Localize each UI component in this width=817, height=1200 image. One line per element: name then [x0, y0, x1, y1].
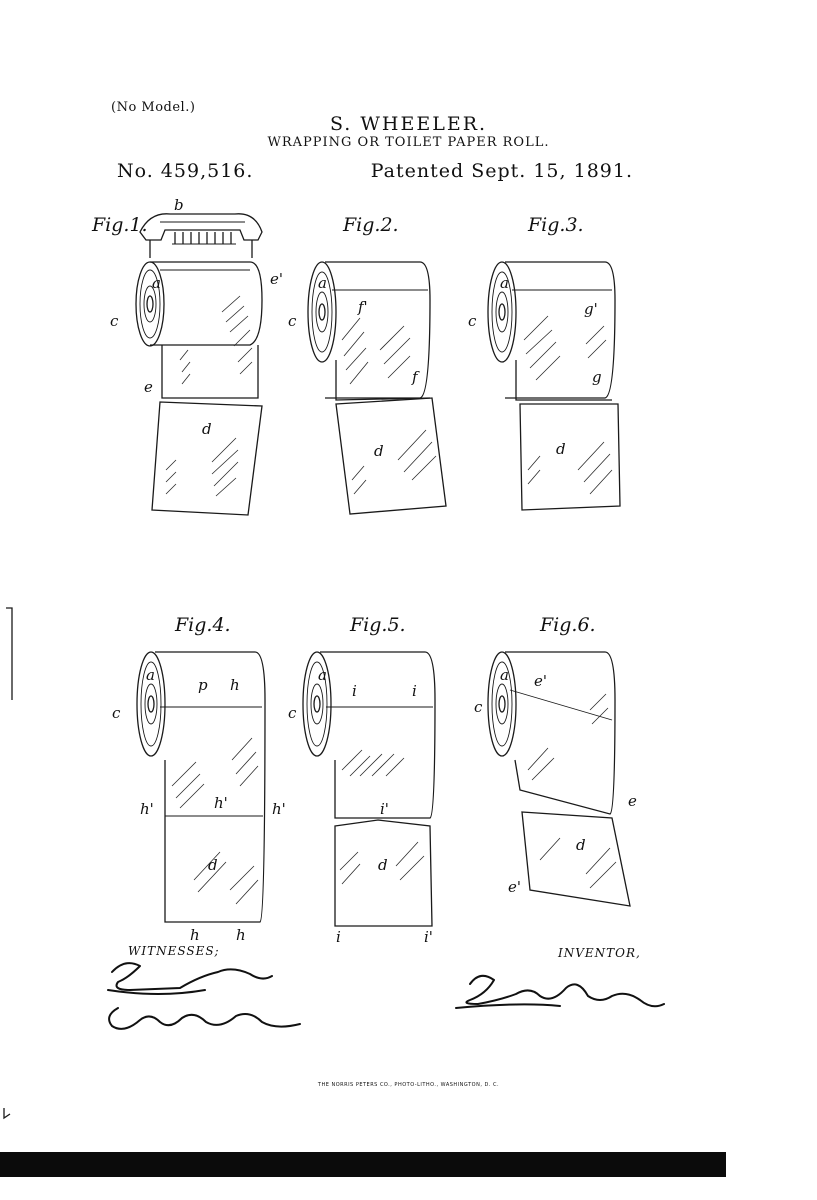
- fig1-shading: [165, 295, 253, 497]
- margin-mark-lower: [3, 1108, 11, 1120]
- fig2-label: Fig.2.: [343, 214, 399, 236]
- part-label: i': [424, 928, 433, 946]
- part-label: i': [380, 800, 389, 818]
- part-label: e': [270, 270, 284, 288]
- patent-title: WRAPPING OR TOILET PAPER ROLL.: [267, 135, 550, 150]
- figure-6: [487, 651, 631, 907]
- part-label: a: [146, 666, 155, 684]
- part-label: e': [508, 878, 522, 896]
- fig6-label: Fig.6.: [540, 614, 596, 636]
- figure-1: [135, 213, 263, 516]
- printer-credit: THE NORRIS PETERS CO., PHOTO-LITHO., WAS…: [317, 1082, 500, 1088]
- scan-border-bar: [0, 1152, 726, 1177]
- part-label: e: [628, 792, 637, 810]
- figure-3: [487, 261, 621, 511]
- patent-date: Patented Sept. 15, 1891.: [370, 160, 633, 182]
- inventor-label: INVENTOR,: [558, 946, 641, 960]
- part-label: h': [214, 794, 228, 812]
- inventor-signature: [455, 974, 665, 1009]
- patent-number: No. 459,516.: [117, 160, 254, 182]
- part-label: f: [412, 368, 418, 386]
- part-label: p: [198, 676, 208, 694]
- part-label: d: [378, 856, 388, 874]
- part-label: h': [140, 800, 154, 818]
- no-model-note: (No Model.): [111, 100, 196, 115]
- figure-5: [302, 651, 436, 927]
- part-label: d: [374, 442, 384, 460]
- part-label: f': [358, 298, 368, 316]
- margin-mark: [6, 607, 13, 700]
- part-label: i: [352, 682, 357, 700]
- fig1-bracket-holder: [139, 213, 263, 258]
- part-label: h: [236, 926, 246, 944]
- part-label: c: [112, 704, 121, 722]
- part-label: h: [190, 926, 200, 944]
- part-label: c: [288, 704, 297, 722]
- part-label: a: [500, 666, 509, 684]
- part-label: c: [288, 312, 297, 330]
- part-label: d: [202, 420, 212, 438]
- part-label: g: [592, 368, 602, 386]
- fig4-label: Fig.4.: [175, 614, 231, 636]
- part-label: a: [318, 274, 327, 292]
- part-label: c: [474, 698, 483, 716]
- fig1-label: Fig.1.: [92, 214, 148, 236]
- witness-signature-1: [107, 962, 273, 995]
- fig1-roll: [135, 261, 263, 347]
- fig3-label: Fig.3.: [528, 214, 584, 236]
- part-label: c: [468, 312, 477, 330]
- fig1-detached-sheet: [151, 401, 263, 516]
- part-label: e': [534, 672, 548, 690]
- fig1-upper-sheet: [161, 345, 259, 399]
- part-label: g': [584, 300, 598, 318]
- witness-signature-2: [108, 1007, 301, 1030]
- fig5-label: Fig.5.: [350, 614, 406, 636]
- part-label: d: [208, 856, 218, 874]
- part-label: d: [576, 836, 586, 854]
- part-label: a: [152, 274, 161, 292]
- figure-4: [136, 651, 266, 923]
- part-label: b: [174, 196, 184, 214]
- witnesses-label: WITNESSES;: [128, 944, 220, 958]
- part-label: a: [500, 274, 509, 292]
- part-label: d: [556, 440, 566, 458]
- part-label: c: [110, 312, 119, 330]
- part-label: i: [412, 682, 417, 700]
- figure-2: [307, 261, 447, 515]
- part-label: e: [144, 378, 153, 396]
- part-label: h': [272, 800, 286, 818]
- part-label: a: [318, 666, 327, 684]
- part-label: i: [336, 928, 341, 946]
- inventor-name: S. WHEELER.: [329, 113, 488, 135]
- part-label: h: [230, 676, 240, 694]
